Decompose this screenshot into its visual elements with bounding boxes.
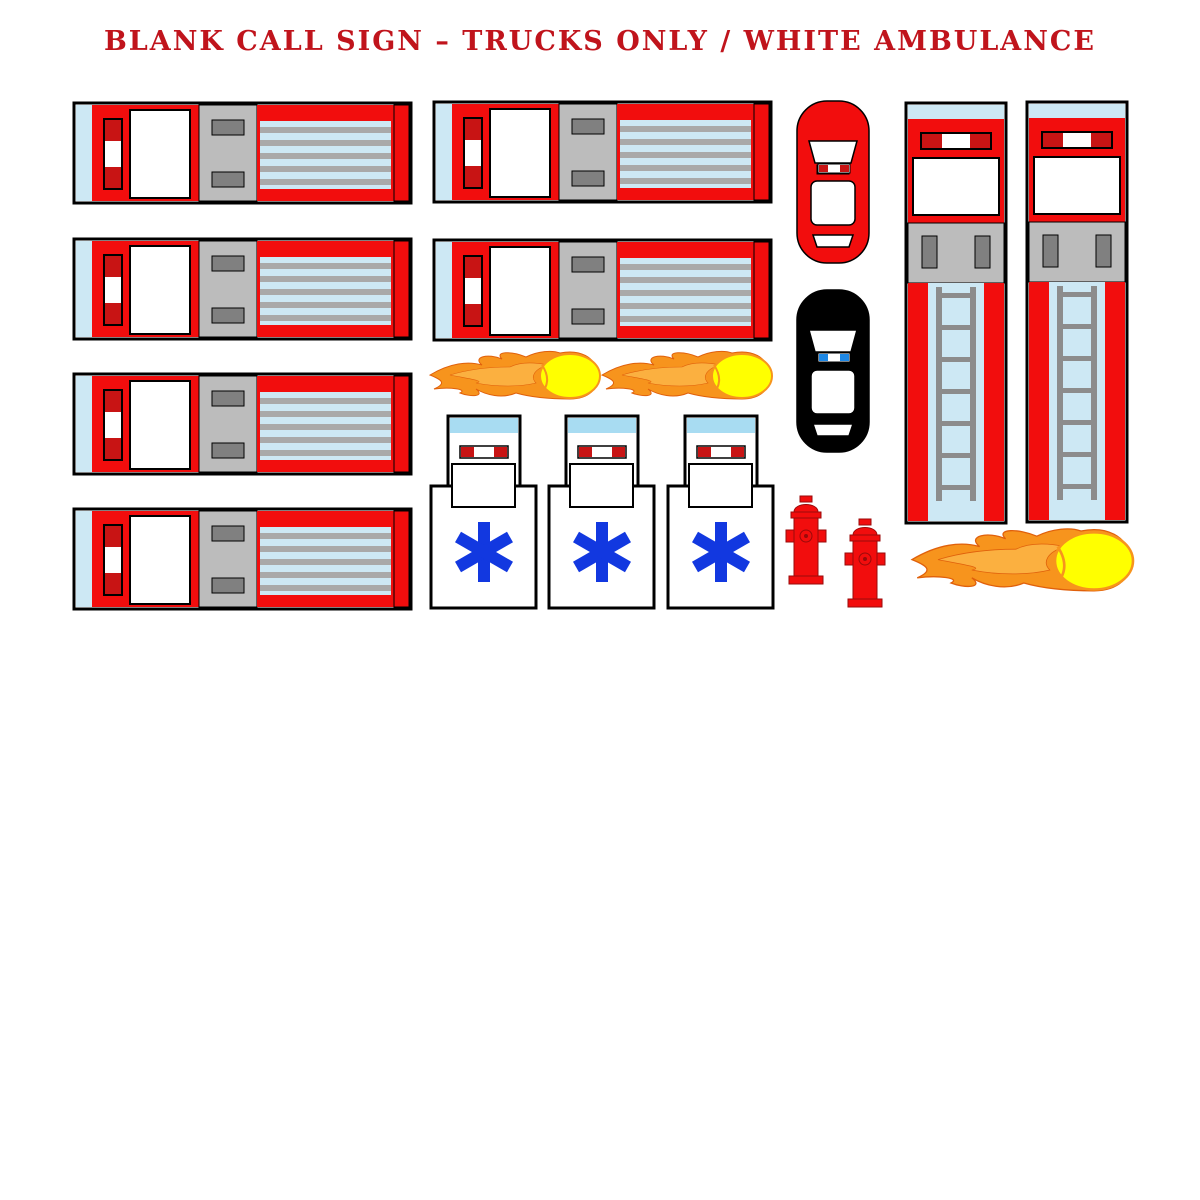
ambulance-sticker-3 <box>666 414 775 610</box>
engine-sticker-1 <box>72 101 413 205</box>
ambulance-sticker-1 <box>429 414 538 610</box>
police-car-sticker <box>796 289 870 453</box>
engine-sticker-2 <box>72 237 413 341</box>
engine-sticker-6 <box>432 238 773 342</box>
police-car-light-bar <box>817 352 851 363</box>
blue-light-icon <box>819 354 828 361</box>
chief-car-sticker <box>796 100 870 264</box>
ladder-truck-sticker-2 <box>1025 100 1129 524</box>
red-light-icon <box>840 165 849 172</box>
chief-car-light-bar <box>817 163 851 174</box>
red-light-icon <box>819 165 828 172</box>
fire-hydrant-icon <box>844 518 886 608</box>
flame-icon <box>429 350 601 400</box>
flame-icon <box>601 350 773 400</box>
fire-hydrant-icon <box>785 495 827 585</box>
blue-light-icon <box>840 354 849 361</box>
ladder-truck-sticker-1 <box>904 101 1008 525</box>
engine-sticker-3 <box>72 372 413 476</box>
engine-sticker-5 <box>432 100 773 204</box>
page-title: BLANK CALL SIGN – TRUCKS ONLY / WHITE AM… <box>103 26 1096 57</box>
engine-sticker-4 <box>72 507 413 611</box>
flame-icon <box>910 527 1135 593</box>
ambulance-sticker-2 <box>547 414 656 610</box>
